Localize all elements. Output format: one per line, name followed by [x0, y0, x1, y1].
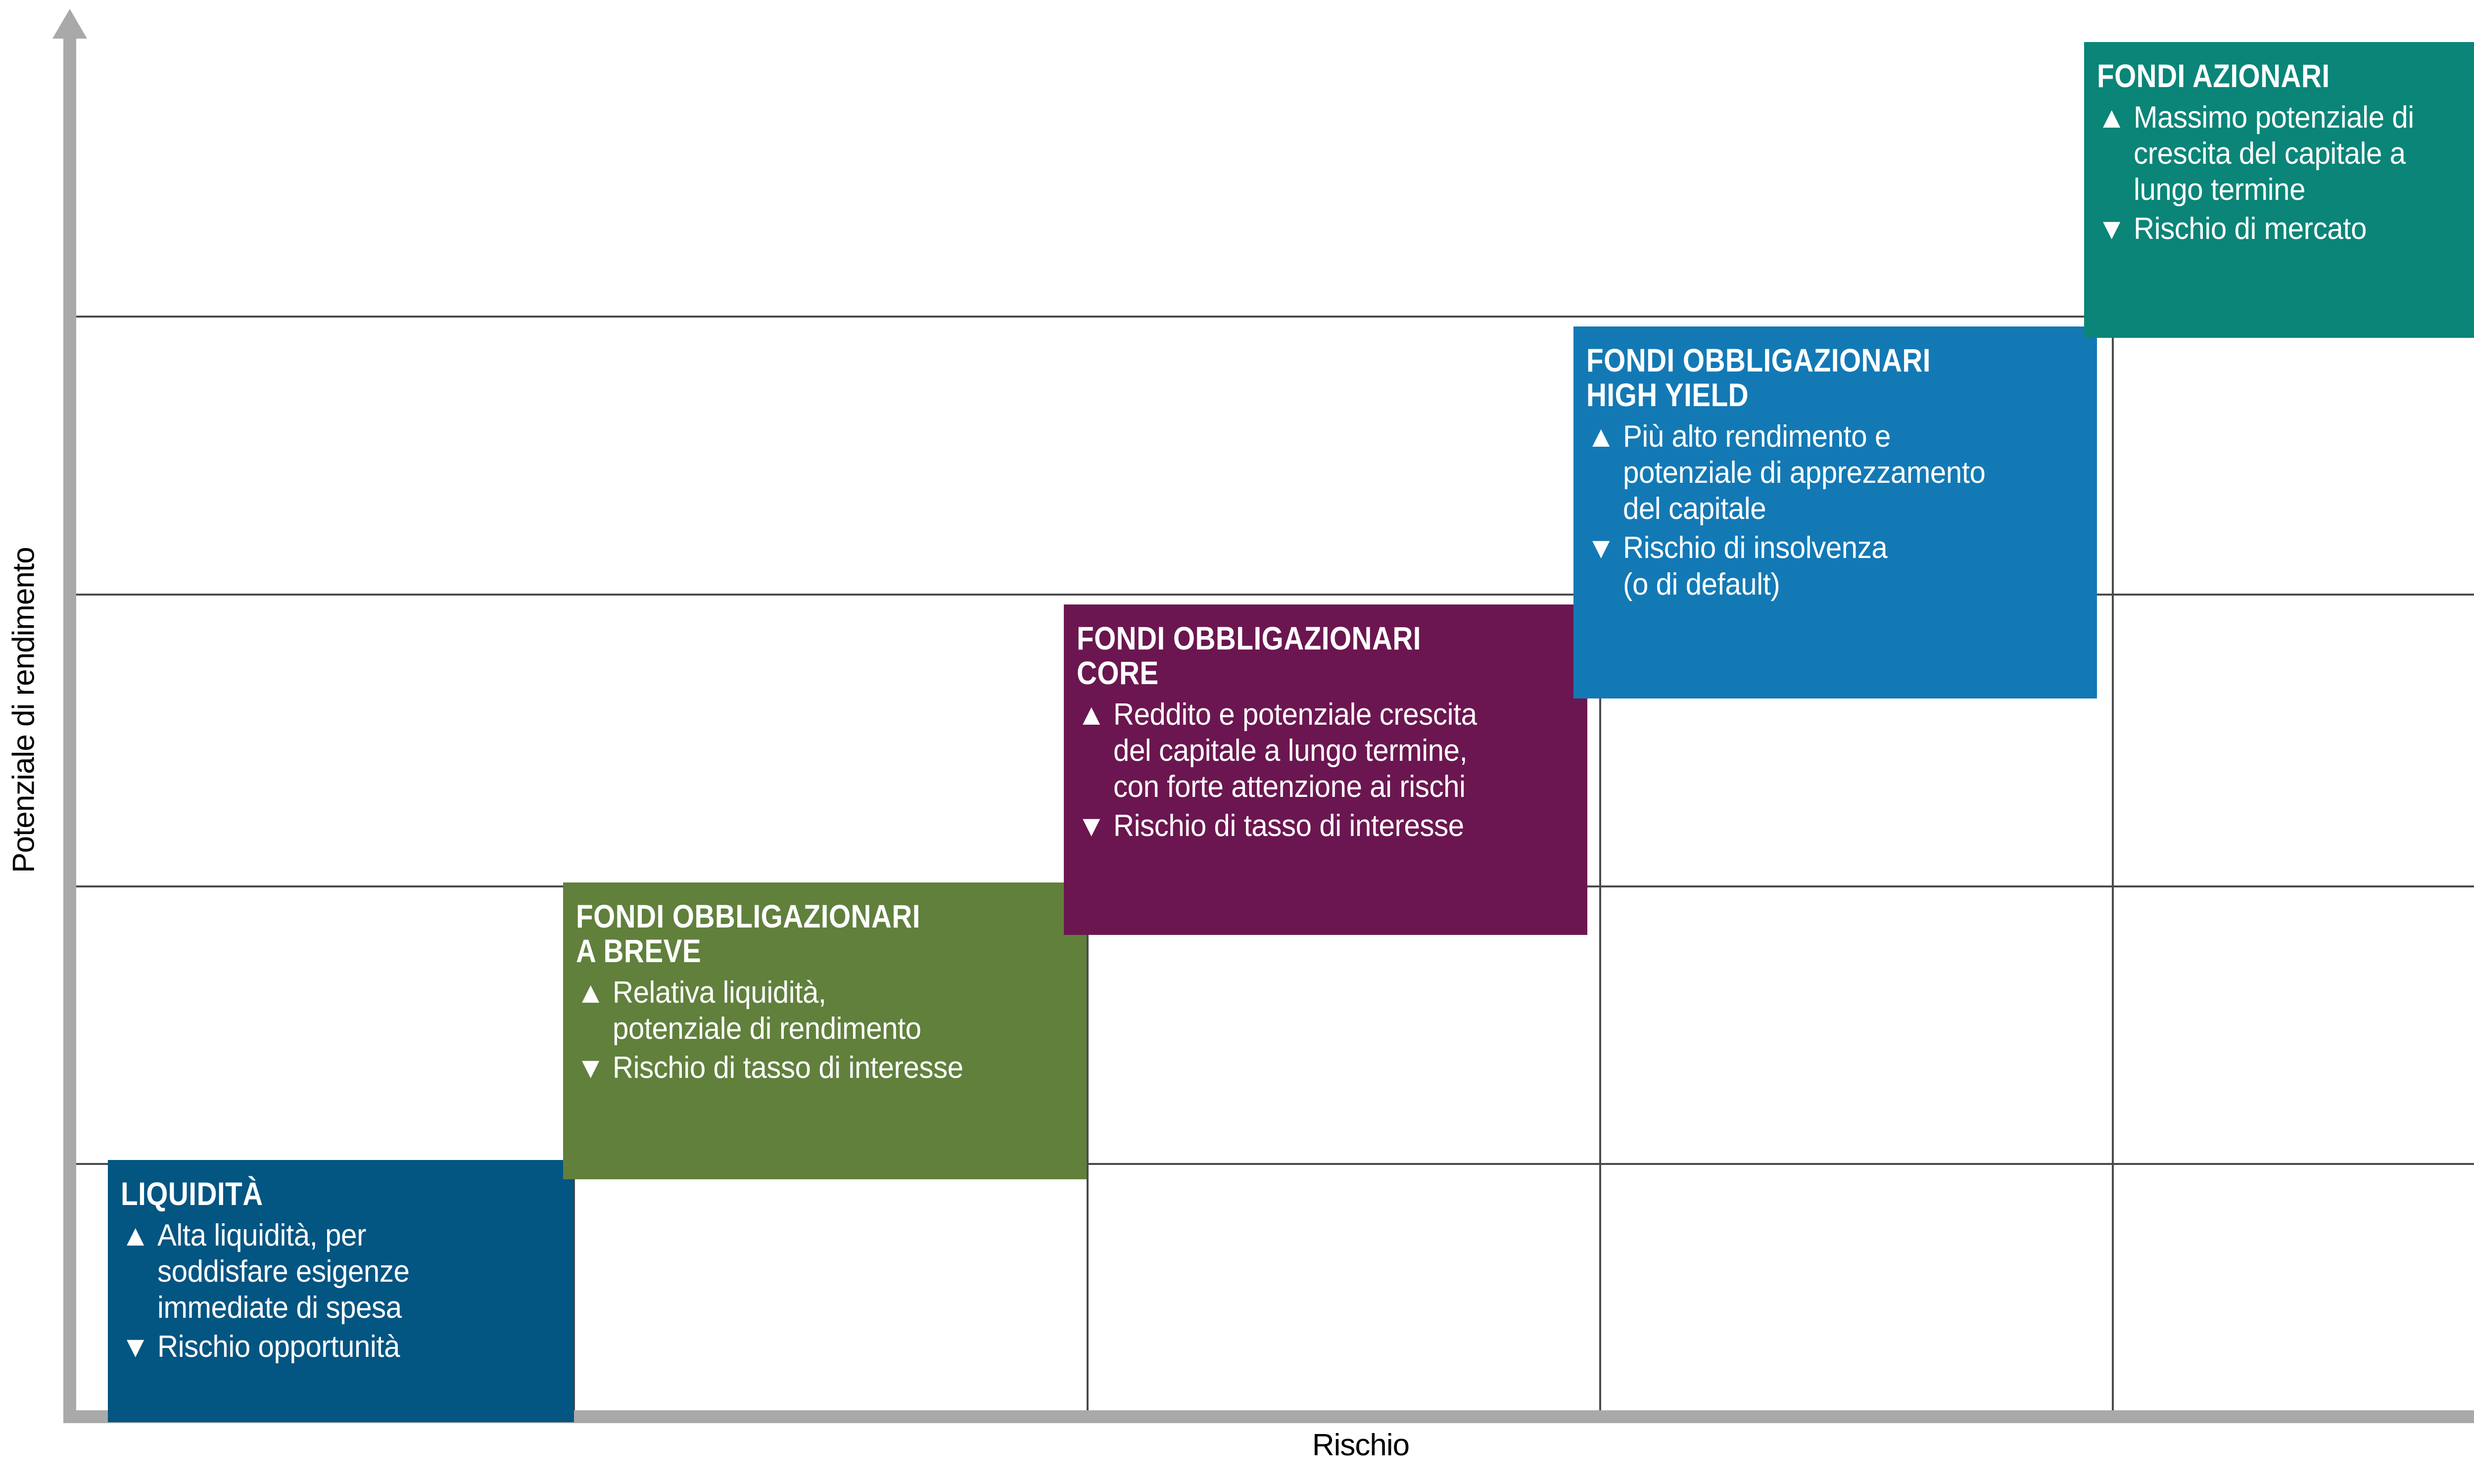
bullet-con: ▼ Rischio di mercato [2097, 211, 2474, 247]
bullet-pro-text: Massimo potenziale di crescita del capit… [2134, 100, 2414, 207]
bullet-con-text: Rischio di tasso di interesse [1113, 809, 1464, 843]
triangle-up-icon: ▲ [1077, 697, 1106, 731]
triangle-down-icon: ▼ [2097, 212, 2127, 246]
triangle-down-icon: ▼ [1077, 809, 1106, 843]
triangle-up-icon: ▲ [1586, 419, 1616, 453]
y-axis-title: Potenziale di rendimento [6, 547, 41, 873]
bullet-con: ▼ Rischio opportunità [121, 1329, 559, 1365]
category-title: FONDI OBBLIGAZIONARI HIGH YIELD [1586, 342, 1931, 413]
bullet-pro-text: Alta liquidità, per soddisfare esigenze … [157, 1218, 410, 1325]
category-box-liquidita[interactable]: LIQUIDITÀ ▲ Alta liquidità, per soddisfa… [108, 1160, 574, 1422]
bullet-pro: ▲ Più alto rendimento e potenziale di ap… [1586, 418, 2082, 527]
bullet-con-text: Rischio di mercato [2134, 212, 2367, 246]
category-bullets: ▲ Reddito e potenziale crescita del capi… [1077, 696, 1572, 844]
category-box-obbligazionari-core[interactable]: FONDI OBBLIGAZIONARI CORE ▲ Reddito e po… [1064, 604, 1587, 935]
triangle-up-icon: ▲ [121, 1218, 150, 1252]
category-title: FONDI OBBLIGAZIONARI CORE [1077, 620, 1421, 691]
bullet-pro: ▲ Reddito e potenziale crescita del capi… [1077, 696, 1572, 805]
category-bullets: ▲ Più alto rendimento e potenziale di ap… [1586, 418, 2082, 603]
bullet-con-text: Rischio di tasso di interesse [613, 1051, 963, 1085]
y-axis-arrow-icon [52, 9, 87, 39]
bullet-pro: ▲ Massimo potenziale di crescita del cap… [2097, 99, 2474, 208]
x-axis-title: Rischio [1312, 1428, 1410, 1462]
gridline-vertical-3 [1599, 594, 1601, 1422]
gridline-vertical-2 [1087, 885, 1089, 1422]
category-bullets: ▲ Alta liquidità, per soddisfare esigenz… [121, 1217, 559, 1365]
bullet-con-text: Rischio di insolvenza (o di default) [1623, 531, 1888, 602]
triangle-up-icon: ▲ [2097, 100, 2127, 134]
y-axis-line [63, 36, 76, 1423]
bullet-con: ▼ Rischio di insolvenza (o di default) [1586, 530, 2082, 602]
gridline-horizontal-top [76, 316, 2474, 318]
gridline-vertical-1 [573, 1163, 575, 1422]
category-title: FONDI AZIONARI [2097, 57, 2330, 94]
triangle-up-icon: ▲ [576, 975, 606, 1009]
bullet-pro-text: Reddito e potenziale crescita del capita… [1113, 697, 1477, 804]
gridline-vertical-4 [2112, 316, 2114, 1422]
triangle-down-icon: ▼ [1586, 531, 1616, 565]
bullet-pro: ▲ Relativa liquidità, potenziale di rend… [576, 974, 1072, 1047]
bullet-con-text: Rischio opportunità [157, 1330, 400, 1364]
triangle-down-icon: ▼ [576, 1051, 606, 1085]
bullet-con: ▼ Rischio di tasso di interesse [576, 1050, 1072, 1086]
bullet-pro-text: Più alto rendimento e potenziale di appr… [1623, 419, 1986, 526]
category-bullets: ▲ Massimo potenziale di crescita del cap… [2097, 99, 2474, 247]
category-box-obbligazionari-breve[interactable]: FONDI OBBLIGAZIONARI A BREVE ▲ Relativa … [563, 882, 1087, 1179]
triangle-down-icon: ▼ [121, 1330, 150, 1364]
gridline-horizontal-second [76, 594, 2474, 596]
bullet-pro: ▲ Alta liquidità, per soddisfare esigenz… [121, 1217, 559, 1326]
category-title: LIQUIDITÀ [121, 1175, 263, 1212]
gridline-horizontal-fourth [76, 1163, 2474, 1165]
bullet-pro-text: Relativa liquidità, potenziale di rendim… [613, 975, 921, 1046]
category-title: FONDI OBBLIGAZIONARI A BREVE [576, 898, 920, 969]
category-box-azionari[interactable]: FONDI AZIONARI ▲ Massimo potenziale di c… [2084, 42, 2474, 338]
category-bullets: ▲ Relativa liquidità, potenziale di rend… [576, 974, 1072, 1086]
category-box-obbligazionari-high-yield[interactable]: FONDI OBBLIGAZIONARI HIGH YIELD ▲ Più al… [1573, 326, 2097, 698]
bullet-con: ▼ Rischio di tasso di interesse [1077, 808, 1572, 844]
